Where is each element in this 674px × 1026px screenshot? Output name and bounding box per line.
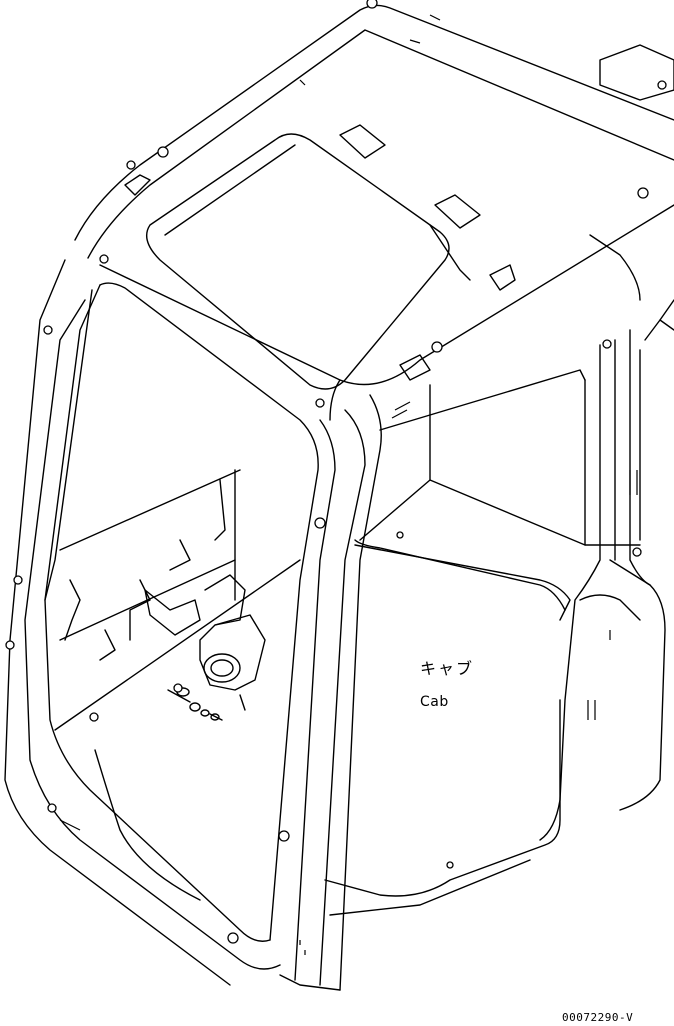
rear-pillar — [539, 299, 674, 841]
center-pillar — [279, 394, 382, 991]
cab-interior — [324, 349, 641, 916]
bolt-heads — [5, 0, 667, 944]
roof-hardware — [124, 124, 516, 381]
wire-harness — [94, 539, 566, 901]
windshield-frame — [4, 259, 319, 986]
roof-window — [146, 133, 471, 390]
roof-panel — [74, 4, 674, 421]
fasteners — [167, 687, 246, 721]
drawing-code: 00072290-V — [562, 1011, 634, 1024]
detail-marks — [59, 14, 638, 955]
cab-label-english: Cab — [420, 694, 449, 710]
cab-label-japanese: キャブ — [420, 659, 475, 678]
speaker-bracket — [144, 574, 266, 691]
